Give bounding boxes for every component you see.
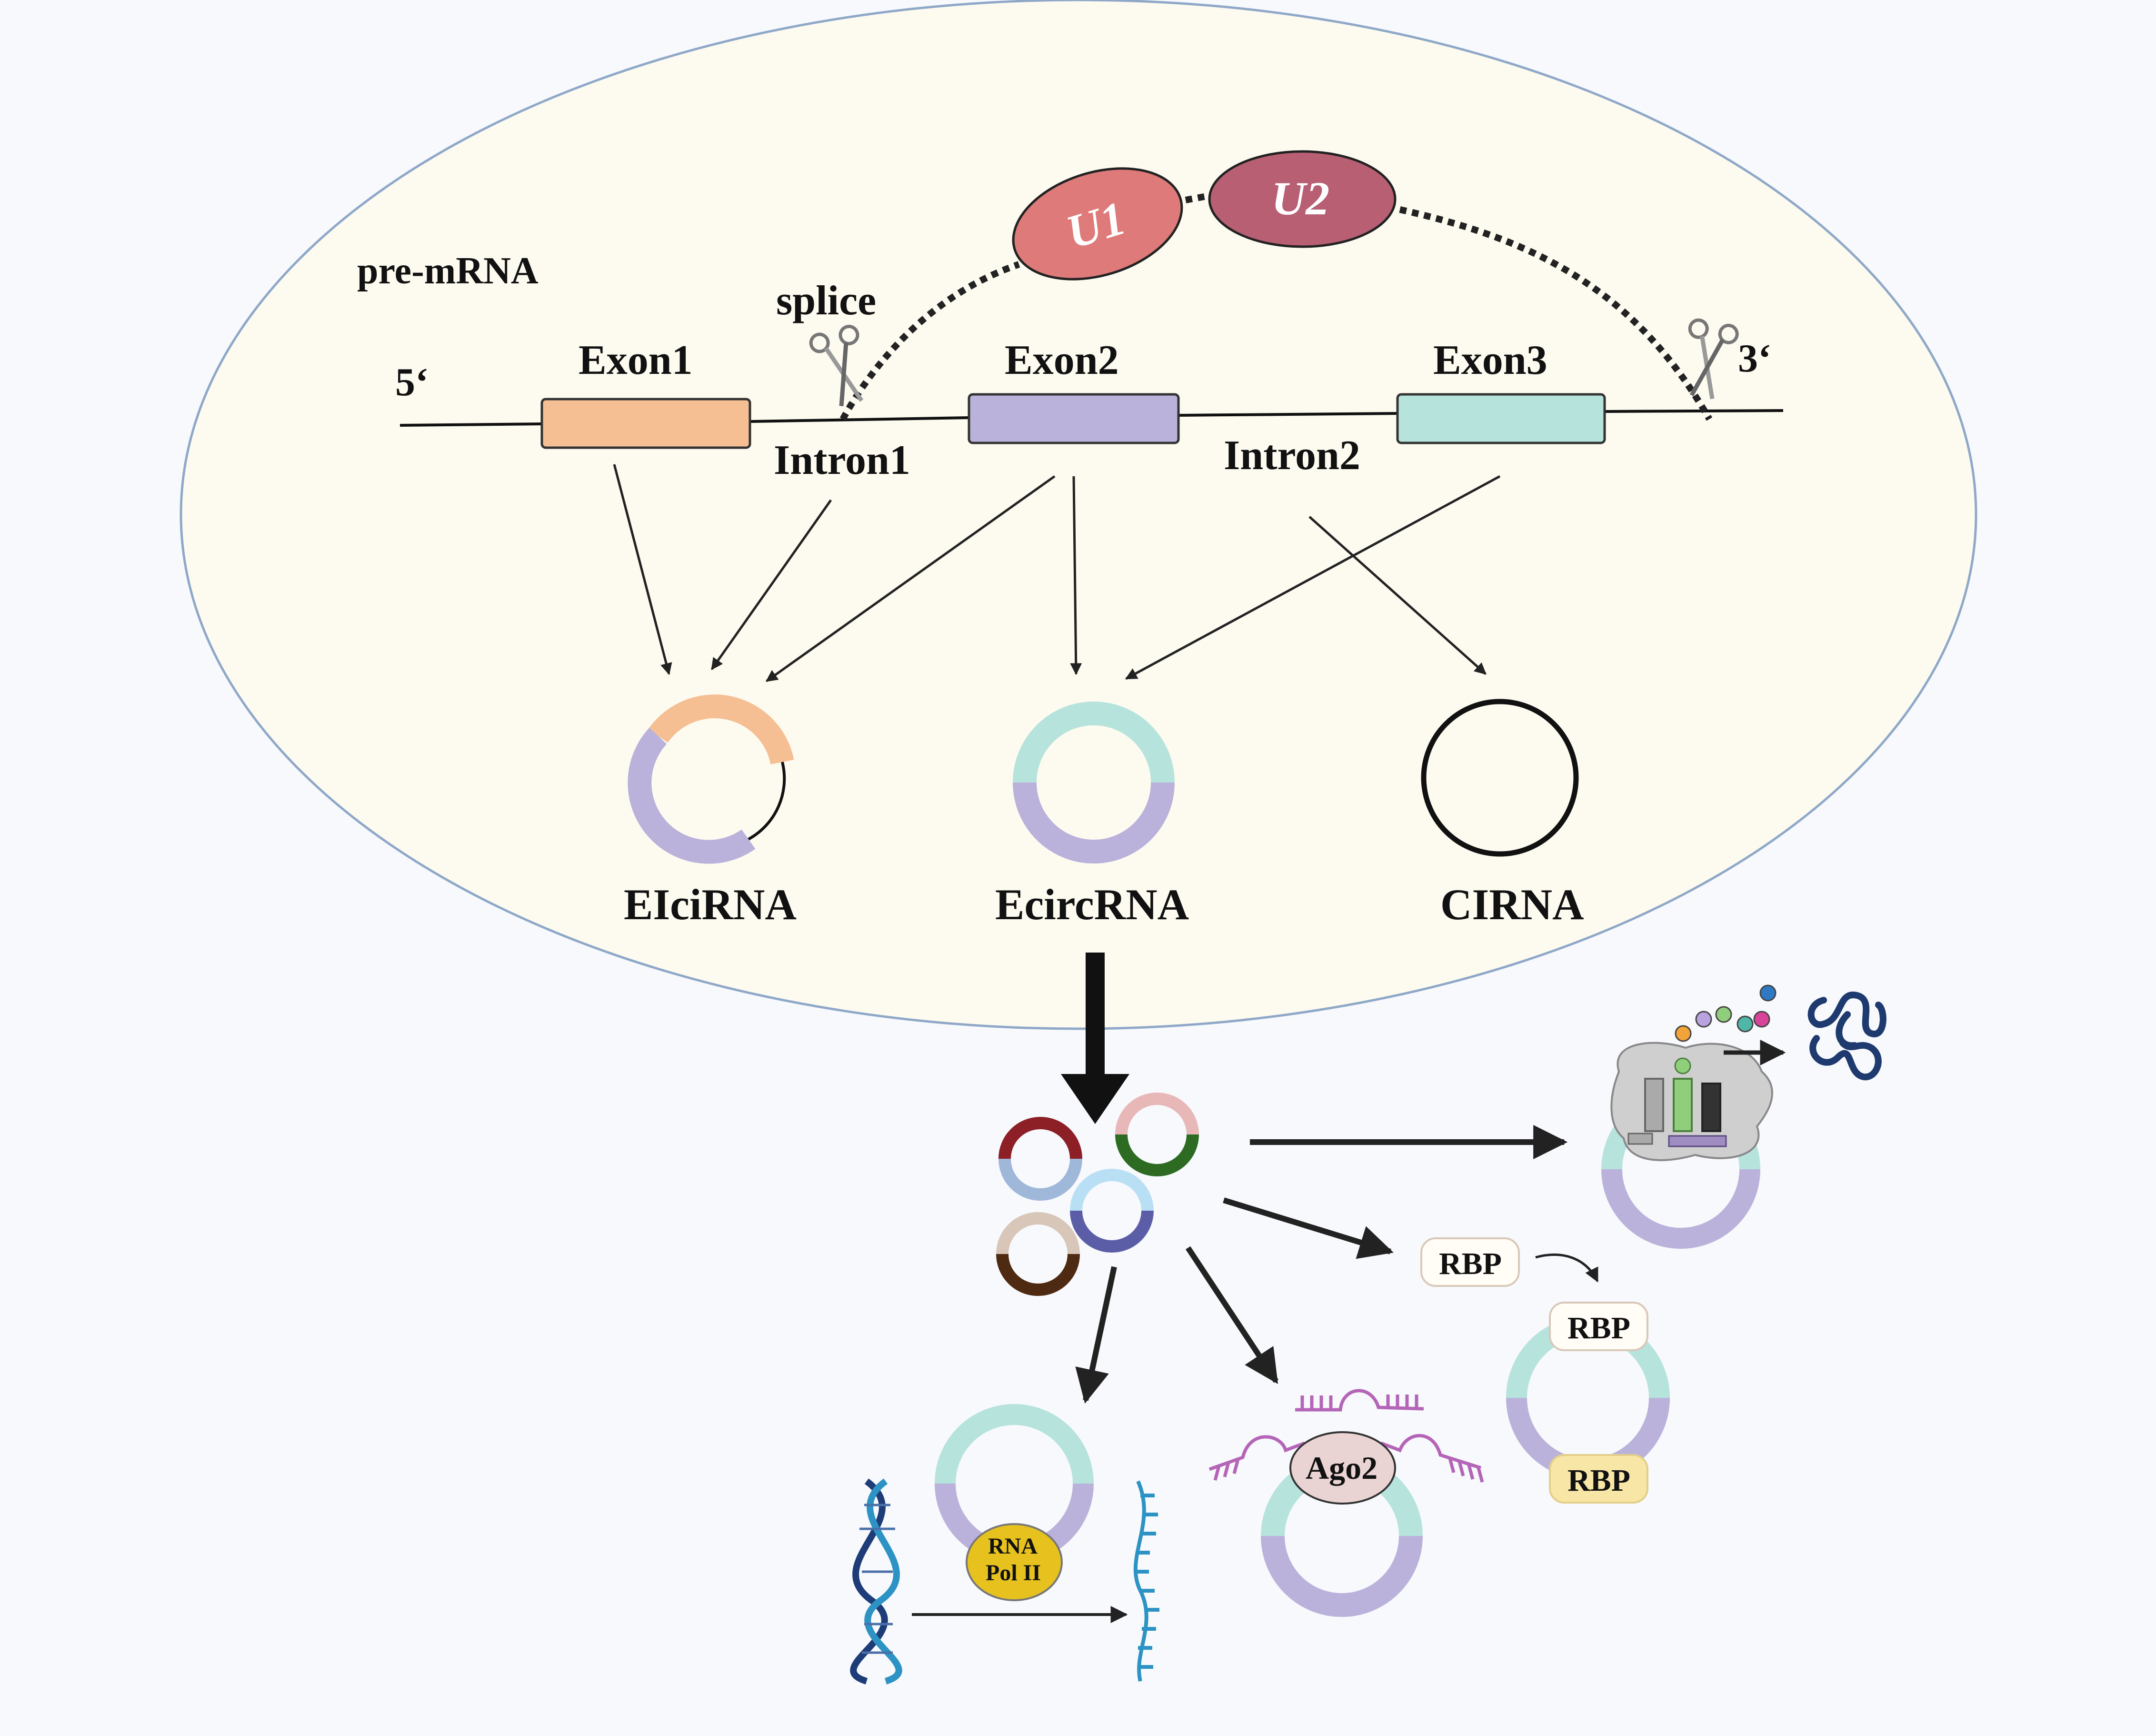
ago2-label: Ago2 bbox=[1306, 1450, 1377, 1486]
eicirna-label: EIciRNA bbox=[624, 880, 797, 929]
dna-helix-icon bbox=[850, 1478, 902, 1685]
eicirna-circle bbox=[628, 694, 794, 864]
pre-mrna-label: pre-mRNA bbox=[357, 250, 539, 292]
export-arrow-head bbox=[1061, 1074, 1129, 1124]
protein-blob-icon bbox=[1807, 991, 1886, 1081]
five-prime-label: 5‘ bbox=[395, 360, 429, 404]
exon1-label: Exon1 bbox=[579, 337, 693, 383]
rbp-bottom-badge bbox=[1549, 1454, 1648, 1504]
scissors-icon bbox=[809, 324, 864, 406]
biogenesis-arrows bbox=[613, 464, 1501, 682]
circrna-cluster bbox=[996, 1093, 1199, 1296]
exon3-label: Exon3 bbox=[1433, 337, 1547, 383]
splice-label: splice bbox=[776, 278, 876, 324]
exon2-label: Exon2 bbox=[1005, 337, 1119, 383]
rna-pol-ii bbox=[966, 1523, 1063, 1601]
pre-mrna-strand bbox=[399, 409, 1784, 427]
rna-pol-label-1: RNA bbox=[988, 1534, 1038, 1559]
mirna-icon bbox=[1208, 1389, 1484, 1483]
intron1-label: Intron1 bbox=[774, 437, 910, 483]
rna-pol-label-2: Pol II bbox=[986, 1560, 1041, 1585]
exon1-box bbox=[540, 398, 751, 449]
cirna-circle bbox=[1421, 699, 1579, 857]
three-prime-label: 3‘ bbox=[1738, 336, 1771, 381]
cirna-label: CIRNA bbox=[1440, 880, 1584, 929]
u2-snrnp bbox=[1208, 150, 1397, 248]
u2-label: U2 bbox=[1271, 172, 1329, 225]
u1-snrnp bbox=[1012, 167, 1183, 281]
ecircrna-label: EcircRNA bbox=[995, 880, 1189, 929]
rbp-free-badge bbox=[1420, 1237, 1520, 1287]
rbp-bottom-label: RBP bbox=[1567, 1463, 1630, 1498]
splice-arc-middle bbox=[1185, 192, 1213, 203]
rbp-top-label: RBP bbox=[1567, 1311, 1630, 1345]
peptide-chain-icon bbox=[1675, 984, 1777, 1042]
nucleus bbox=[180, 0, 1977, 1030]
function-arrows bbox=[1075, 1125, 1568, 1404]
ribosome-icon bbox=[1610, 1042, 1773, 1161]
exon3-box bbox=[1396, 393, 1606, 444]
mrna-strand-icon bbox=[1133, 1480, 1159, 1682]
splice-arc-right bbox=[1399, 206, 1713, 421]
rbp-binding-arrow bbox=[1535, 1253, 1599, 1283]
ecircrna-circle bbox=[1013, 702, 1175, 863]
ago2-protein bbox=[1289, 1431, 1396, 1505]
intron2-label: Intron2 bbox=[1224, 432, 1360, 479]
export-arrow-shaft bbox=[1086, 953, 1105, 1079]
exon2-box bbox=[968, 393, 1180, 444]
rbp-top-badge bbox=[1549, 1302, 1648, 1351]
rbp-free-label: RBP bbox=[1439, 1246, 1502, 1281]
scissors-icon bbox=[1688, 318, 1739, 400]
